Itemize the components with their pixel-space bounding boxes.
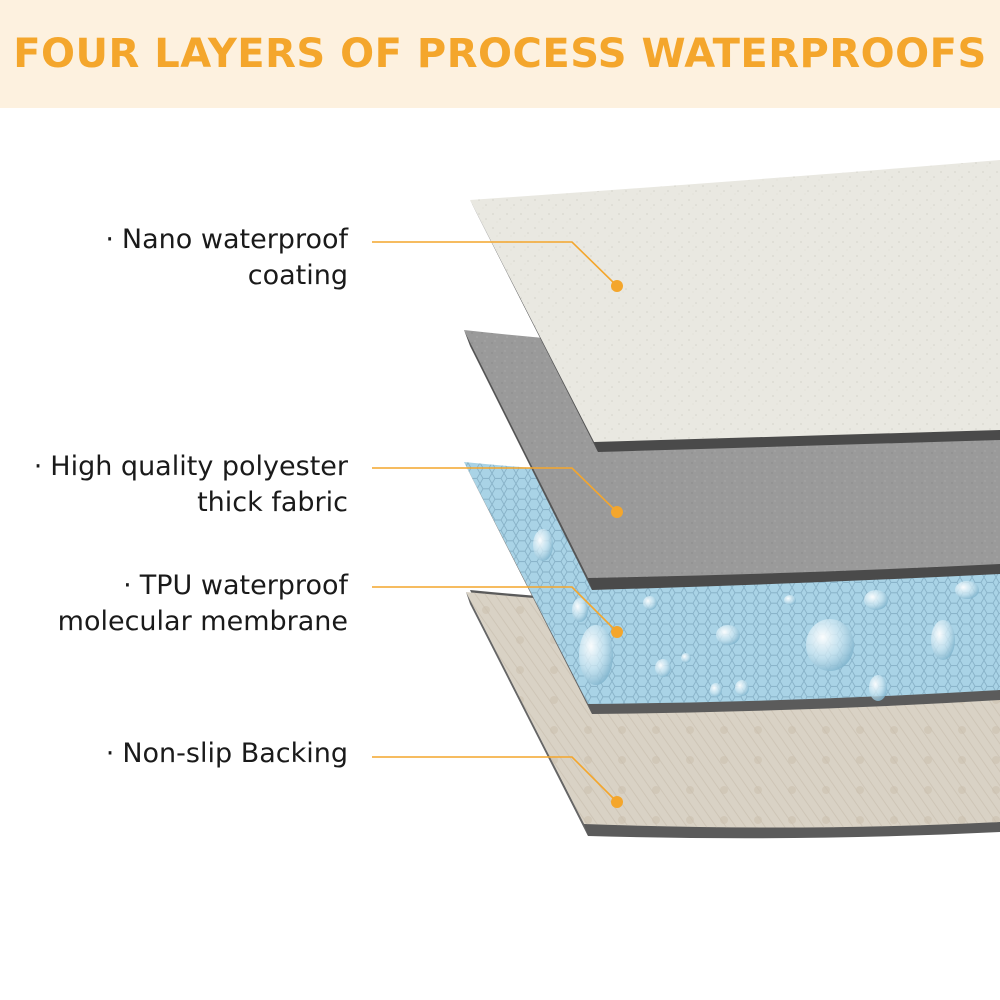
label-polyester-fabric: ·High quality polyester thick fabric (34, 449, 348, 521)
marker-dots (611, 280, 623, 808)
title-banner: FOUR LAYERS OF PROCESS WATERPROOFS (0, 0, 1000, 108)
leader-lines (372, 241, 618, 803)
label-non-slip-backing: ·Non-slip Backing (106, 736, 348, 772)
bullet: · (33, 451, 43, 482)
label-line-2: thick fabric (197, 487, 348, 518)
marker-dot-polyester-fabric (611, 506, 623, 518)
bullet: · (123, 570, 132, 601)
label-line-1: Non-slip Backing (122, 738, 348, 769)
label-line-1: Nano waterproof (121, 224, 348, 255)
leader-line-nano-coating (372, 241, 618, 287)
page-title: FOUR LAYERS OF PROCESS WATERPROOFS (13, 31, 987, 77)
leader-line-polyester-fabric (372, 467, 618, 513)
leader-line-tpu-membrane (372, 586, 618, 633)
label-tpu-membrane: ·TPU waterproof molecular membrane (58, 568, 348, 640)
marker-dot-nano-coating (611, 280, 623, 292)
leader-line-non-slip-backing (372, 756, 618, 803)
marker-dot-tpu-membrane (611, 626, 623, 638)
label-line-2: molecular membrane (57, 606, 348, 637)
label-line-1: TPU waterproof (139, 570, 348, 601)
bullet: · (105, 224, 114, 255)
layer-nano-coating (470, 160, 1000, 452)
label-line-1: High quality polyester (50, 451, 348, 482)
water-drop-icon (533, 529, 979, 701)
marker-dot-non-slip-backing (611, 796, 623, 808)
label-line-2: coating (247, 260, 348, 291)
label-nano-coating: ·Nano waterproof coating (105, 222, 348, 294)
bullet: · (105, 738, 115, 769)
